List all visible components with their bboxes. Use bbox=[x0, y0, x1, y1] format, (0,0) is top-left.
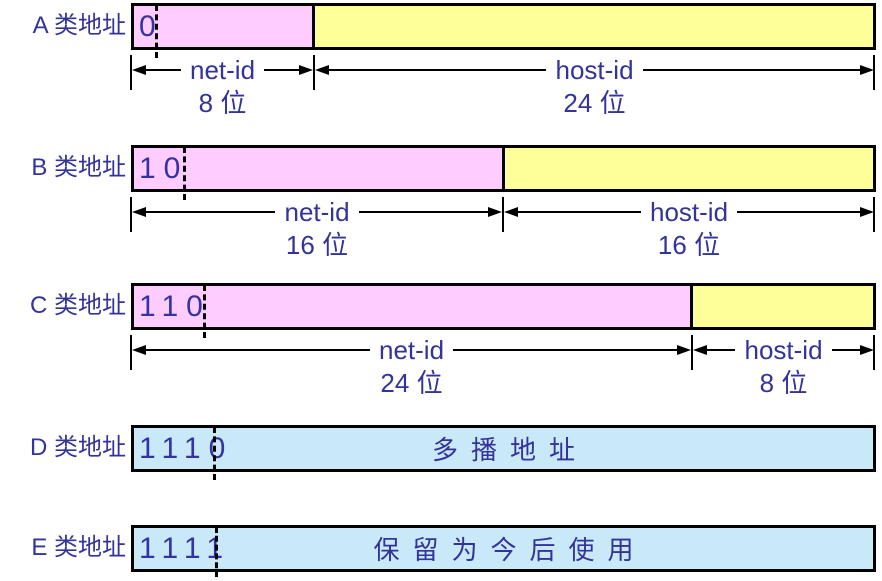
arrowhead-right-icon bbox=[860, 207, 875, 217]
host-id-measure-a: host-id 24 位 bbox=[314, 55, 875, 118]
prefix-divider-dash-c bbox=[203, 285, 206, 338]
arrowhead-left-icon bbox=[132, 207, 146, 217]
double-arrow: host-id bbox=[503, 197, 875, 227]
prefix-bits-b: 10 bbox=[139, 151, 189, 185]
tick-mark bbox=[130, 55, 132, 90]
net-id-segment-c bbox=[134, 286, 693, 327]
prefix-bits-c: 110 bbox=[139, 289, 211, 323]
arrow-line bbox=[146, 69, 181, 71]
row-label-class-b: B 类地址 bbox=[31, 154, 126, 181]
host-id-segment-c bbox=[693, 286, 873, 327]
prefix-bits-e: 1111 bbox=[139, 531, 232, 565]
host-id-bits-b: 16 位 bbox=[657, 230, 721, 260]
host-id-label-b: host-id bbox=[649, 197, 729, 227]
tick-mark bbox=[691, 335, 693, 370]
double-arrow: net-id bbox=[131, 197, 503, 227]
arrowhead-right-icon bbox=[488, 207, 503, 217]
prefix-bits-d: 1110 bbox=[139, 431, 234, 465]
host-id-measure-b: host-id 16 位 bbox=[503, 197, 875, 260]
host-id-bits-c: 8 位 bbox=[759, 368, 808, 398]
arrow-line bbox=[264, 69, 300, 71]
host-id-label-c: host-id bbox=[744, 335, 823, 365]
double-arrow: net-id bbox=[131, 55, 314, 85]
host-id-label-a: host-id bbox=[555, 55, 634, 85]
arrow-line bbox=[358, 211, 489, 213]
address-bar-class-d: 多播地址 1110 bbox=[131, 425, 876, 472]
net-id-segment-b bbox=[134, 148, 505, 189]
double-arrow: net-id bbox=[131, 335, 692, 365]
net-id-bits-a: 8 位 bbox=[198, 88, 247, 118]
row-label-class-e: E 类地址 bbox=[31, 534, 126, 561]
row-label-class-a: A 类地址 bbox=[32, 12, 126, 39]
row-label-class-c: C 类地址 bbox=[30, 292, 126, 319]
net-id-bits-c: 24 位 bbox=[380, 368, 443, 398]
host-id-measure-c: host-id 8 位 bbox=[692, 335, 875, 398]
reserved-address-text: 保留为今后使用 bbox=[373, 535, 647, 565]
host-id-segment-b bbox=[505, 148, 873, 189]
net-id-measure-c: net-id 24 位 bbox=[131, 335, 692, 398]
arrowhead-left-icon bbox=[504, 207, 518, 217]
arrow-line bbox=[707, 349, 736, 351]
double-arrow: host-id bbox=[692, 335, 875, 365]
prefix-bits-a: 0 bbox=[139, 9, 164, 43]
arrowhead-left-icon bbox=[315, 65, 329, 75]
arrow-line bbox=[146, 211, 276, 213]
arrowhead-right-icon bbox=[860, 65, 875, 75]
address-bar-class-e: 保留为今后使用 1111 bbox=[131, 525, 876, 572]
arrowhead-left-icon bbox=[693, 345, 707, 355]
prefix-divider-dash-b bbox=[183, 147, 186, 200]
arrow-line bbox=[737, 211, 861, 213]
tick-mark bbox=[502, 197, 504, 232]
tick-mark bbox=[313, 55, 315, 90]
host-id-bits-a: 24 位 bbox=[563, 88, 626, 118]
arrow-line bbox=[146, 349, 370, 351]
net-id-segment-a bbox=[134, 6, 315, 47]
tick-mark bbox=[130, 197, 132, 232]
net-id-measure-a: net-id 8 位 bbox=[131, 55, 314, 118]
net-id-bits-b: 16 位 bbox=[285, 230, 349, 260]
address-bar-class-b: 10 bbox=[131, 145, 876, 192]
arrowhead-right-icon bbox=[677, 345, 692, 355]
arrow-line bbox=[831, 349, 861, 351]
prefix-divider-dash-d bbox=[213, 427, 216, 480]
net-id-label-b: net-id bbox=[284, 197, 350, 227]
prefix-divider-dash-a bbox=[155, 5, 158, 58]
arrow-line bbox=[642, 69, 861, 71]
net-id-measure-b: net-id 16 位 bbox=[131, 197, 503, 260]
arrowhead-right-icon bbox=[299, 65, 314, 75]
tick-mark bbox=[130, 335, 132, 370]
arrow-line bbox=[329, 69, 547, 71]
row-label-class-d: D 类地址 bbox=[30, 434, 126, 461]
prefix-divider-dash-e bbox=[215, 527, 218, 577]
address-bar-class-a: 0 bbox=[131, 3, 876, 50]
net-id-label-c: net-id bbox=[378, 335, 445, 365]
arrow-line bbox=[453, 349, 678, 351]
net-id-label-a: net-id bbox=[189, 55, 256, 85]
arrowhead-left-icon bbox=[132, 65, 146, 75]
host-id-segment-a bbox=[315, 6, 873, 47]
address-bar-class-c: 110 bbox=[131, 283, 876, 330]
arrowhead-right-icon bbox=[860, 345, 875, 355]
arrowhead-left-icon bbox=[132, 345, 146, 355]
multicast-address-text: 多播地址 bbox=[431, 435, 588, 465]
double-arrow: host-id bbox=[314, 55, 875, 85]
arrow-line bbox=[518, 211, 641, 213]
